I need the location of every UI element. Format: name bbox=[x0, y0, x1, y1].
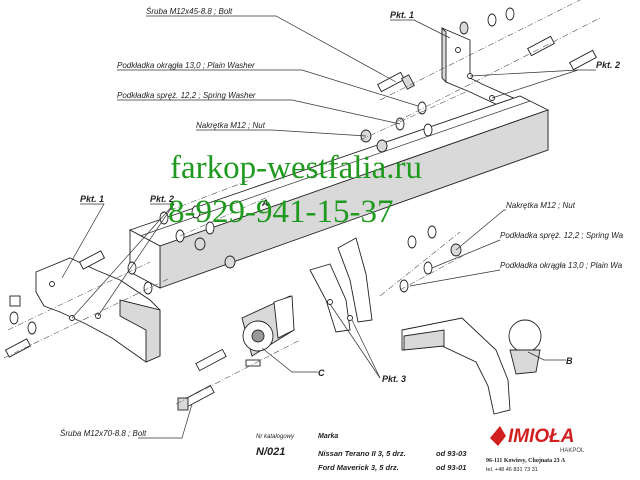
bolt-top-label: Śruba M12x45-8.8 ; Bolt bbox=[146, 7, 233, 16]
catalog-nr-label: Nr katalogowy bbox=[256, 434, 295, 440]
nut-top-label: Nakrętka M12 ; Nut bbox=[196, 121, 266, 130]
letter-a-label: A bbox=[261, 198, 269, 208]
catalog-marka-label: Marka bbox=[318, 433, 339, 440]
brand-address: 96-111 Kowiesy, Chojnata 23 A bbox=[486, 458, 566, 464]
spring-washer-right-label: Podkładka spręż. 12,2 ; Spring Wa bbox=[500, 231, 624, 240]
logo-mark-icon bbox=[490, 426, 506, 446]
letter-c-label: C bbox=[318, 368, 325, 378]
electrical-socket-plate bbox=[241, 295, 295, 367]
pkt1-top-label: Pkt. 1 bbox=[390, 10, 414, 20]
watermark-phone: 8-929-941-15-37 bbox=[168, 194, 393, 230]
bolt-bottom-label: Śruba M12x70-8.8 ; Bolt bbox=[60, 429, 147, 438]
brand-sub: HAKPOL bbox=[560, 448, 585, 454]
leader-lines bbox=[61, 15, 596, 439]
catalog-year-2: od 93-01 bbox=[436, 463, 467, 472]
center-lines bbox=[3, 0, 601, 405]
brand-name: IMIOŁA bbox=[508, 426, 575, 447]
brand-logo: IMIOŁA HAKPOL bbox=[490, 426, 585, 454]
tow-ball-bar bbox=[401, 317, 542, 415]
pkt2-top-label: Pkt. 2 bbox=[596, 60, 620, 70]
pkt1-left-label: Pkt. 1 bbox=[80, 194, 104, 204]
pkt3-label: Pkt. 3 bbox=[382, 374, 406, 384]
letter-b-label: B bbox=[566, 356, 573, 366]
catalog-year-1: od 93-03 bbox=[436, 449, 467, 458]
brand-phone: tel. +48 46 831 73 31 bbox=[486, 467, 538, 473]
plain-washer-top-label: Podkładka okrągła 13,0 ; Plain Washer bbox=[117, 61, 255, 70]
catalog-model-1: Nissan Terano II 3, 5 drz. bbox=[318, 449, 406, 458]
nut-right-label: Nakrętka M12 ; Nut bbox=[506, 201, 576, 210]
catalog-model-2: Ford Maverick 3, 5 drz. bbox=[318, 463, 399, 472]
watermark-site: farkop-westfalia.ru bbox=[170, 150, 422, 186]
fasteners bbox=[4, 7, 597, 411]
pkt2-left-label: Pkt. 2 bbox=[150, 194, 174, 204]
plain-washer-right-label: Podkładka okrągła 13,0 ; Plain Wa bbox=[500, 261, 623, 270]
catalog-number: N/021 bbox=[256, 446, 286, 458]
cross-beam bbox=[128, 95, 550, 289]
left-mounting-bracket bbox=[35, 257, 161, 363]
pkt3-plates bbox=[309, 237, 373, 333]
spring-washer-top-label: Podkładka spręż. 12,2 ; Spring Washer bbox=[117, 91, 256, 100]
